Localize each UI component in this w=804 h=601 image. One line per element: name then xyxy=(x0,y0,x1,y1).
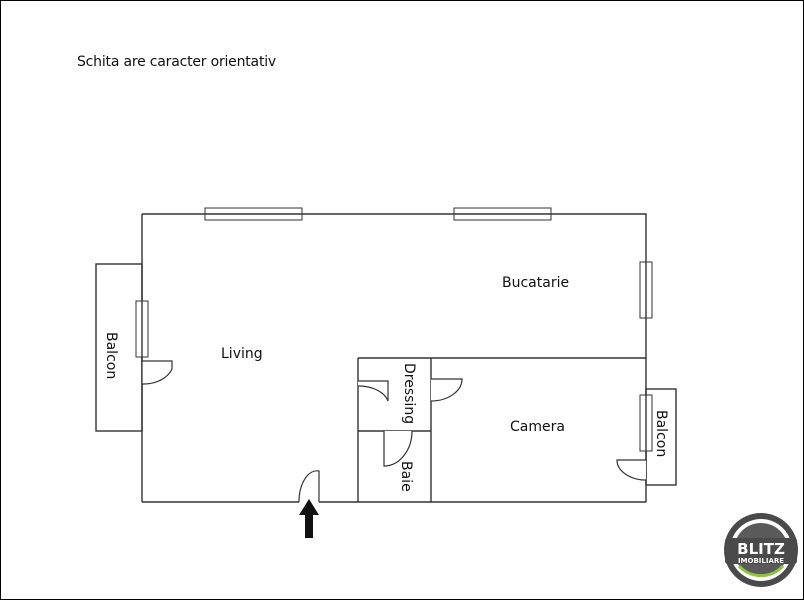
door-entrance xyxy=(298,470,320,503)
label-balcon-left: Balcon xyxy=(103,332,119,379)
label-camera: Camera xyxy=(510,419,565,435)
entrance-arrow-icon xyxy=(299,499,319,538)
door-left-balcony xyxy=(141,360,173,385)
label-balcon-right: Balcon xyxy=(653,410,669,457)
door-right-balcony xyxy=(616,459,647,481)
label-bucatarie: Bucatarie xyxy=(502,275,569,291)
door-dressing-right xyxy=(430,378,463,402)
disclaimer-note: Schita are caracter orientativ xyxy=(77,54,277,70)
door-dressing-left xyxy=(357,380,389,402)
top-right-wall xyxy=(142,213,647,358)
doors xyxy=(141,360,647,503)
label-dressing: Dressing xyxy=(401,363,417,424)
label-living: Living xyxy=(221,346,263,362)
logo-accent-icon xyxy=(737,564,785,578)
blitz-logo: BLITZ IMOBILIARE xyxy=(724,513,798,587)
door-baie xyxy=(383,430,413,467)
logo-text-line1: BLITZ xyxy=(737,540,785,558)
windows xyxy=(135,207,653,452)
logo-banner xyxy=(725,538,797,564)
label-baie: Baie xyxy=(398,461,414,492)
logo-text-line2: IMOBILIARE xyxy=(738,557,784,565)
